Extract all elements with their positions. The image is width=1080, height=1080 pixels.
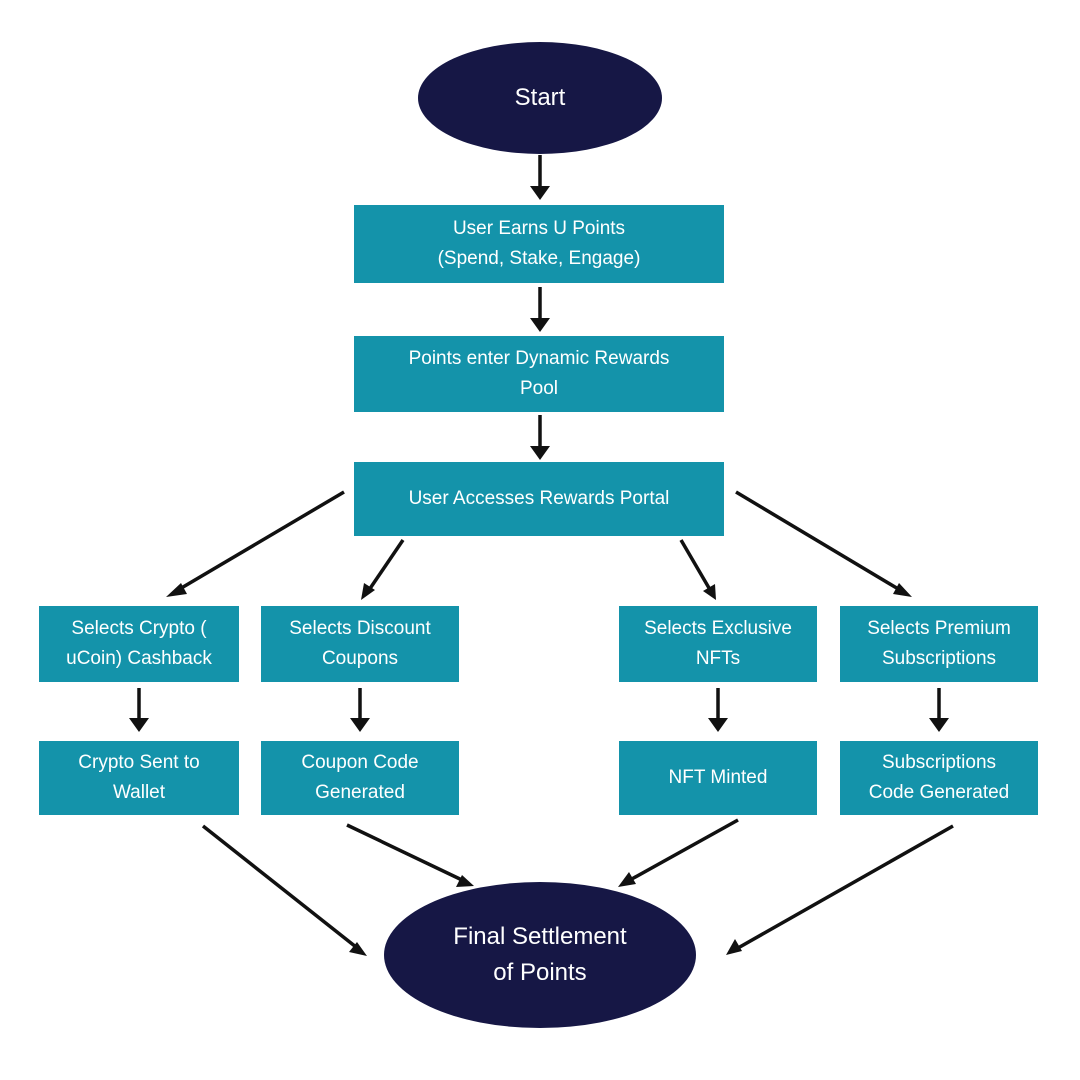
- arrow-portal-to-subscriptions: [735, 490, 901, 592]
- arrowhead-subscription-code-to-final: [726, 939, 742, 955]
- arrow-portal-to-nfts: [679, 539, 711, 589]
- subscriptions-code-node: Subscriptions Code Generated: [840, 741, 1038, 815]
- arrowhead-minted-to-final: [618, 872, 636, 887]
- arrowhead-nfts-to-minted: [708, 718, 728, 732]
- premium-subscriptions-option: Selects Premium Subscriptions: [840, 606, 1038, 682]
- arrowhead-earn-to-pool: [530, 318, 550, 332]
- arrowhead-subscriptions-to-code: [929, 718, 949, 732]
- arrow-minted-to-final: [629, 818, 739, 882]
- arrowhead-crypto-to-wallet: [129, 718, 149, 732]
- arrowhead-portal-to-nfts: [703, 584, 716, 600]
- arrowhead-coupon-code-to-final: [456, 875, 474, 887]
- arrowhead-start-to-earn: [530, 186, 550, 200]
- arrowhead-portal-to-crypto: [166, 583, 187, 597]
- arrow-coupon-code-to-final: [346, 823, 463, 882]
- arrow-portal-to-crypto: [177, 490, 345, 592]
- discount-coupons-option: Selects Discount Coupons: [261, 606, 459, 682]
- earn-points-node: User Earns U Points (Spend, Stake, Engag…: [354, 205, 724, 283]
- arrow-wallet-to-final: [201, 824, 358, 949]
- arrowhead-portal-to-coupons: [361, 583, 375, 600]
- nft-minted-node: NFT Minted: [619, 741, 817, 815]
- arrow-subscription-code-to-final: [737, 824, 954, 950]
- exclusive-nfts-option: Selects Exclusive NFTs: [619, 606, 817, 682]
- arrowhead-wallet-to-final: [349, 942, 367, 956]
- arrowhead-coupons-to-code: [350, 718, 370, 732]
- crypto-cashback-option: Selects Crypto ( uCoin) Cashback: [39, 606, 239, 682]
- start-node: Start: [418, 42, 662, 154]
- crypto-sent-node: Crypto Sent to Wallet: [39, 741, 239, 815]
- arrow-portal-to-coupons: [367, 539, 405, 591]
- arrowhead-pool-to-portal: [530, 446, 550, 460]
- final-settlement-node: Final Settlement of Points: [384, 882, 696, 1028]
- coupon-code-node: Coupon Code Generated: [261, 741, 459, 815]
- rewards-portal-node: User Accesses Rewards Portal: [354, 462, 724, 536]
- rewards-pool-node: Points enter Dynamic Rewards Pool: [354, 336, 724, 412]
- arrowhead-portal-to-subscriptions: [893, 583, 912, 597]
